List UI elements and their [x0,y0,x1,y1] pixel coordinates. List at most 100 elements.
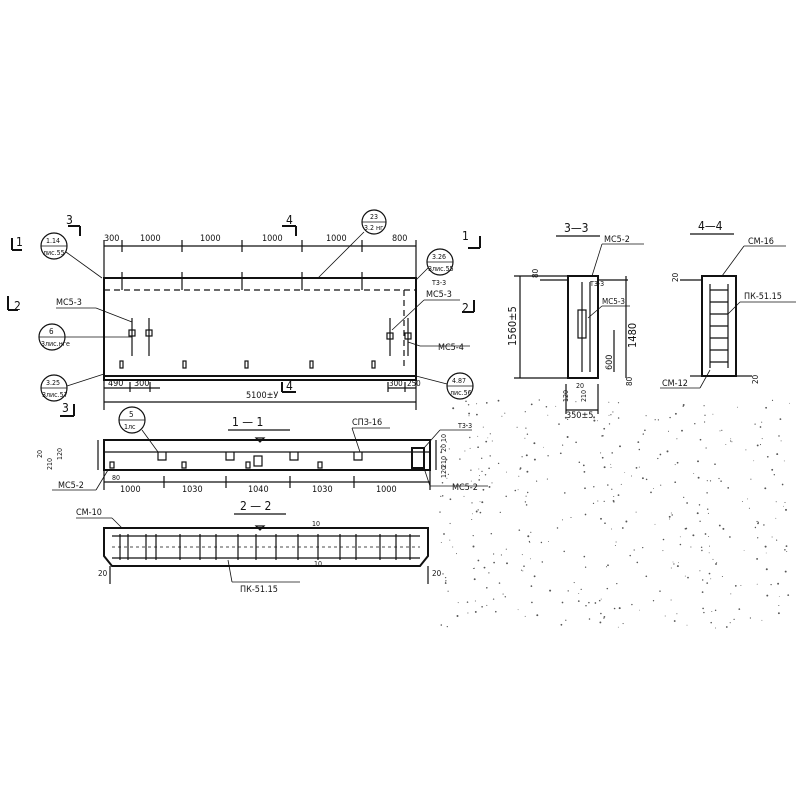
plan-callout-6-num: 6 [49,327,54,336]
section-4-4-stirrups [710,289,728,363]
section-4-4: 4—4 20 20 СМ-16 ПК-51.15 СМ-12 [660,219,796,389]
section-3-3-dim-80-bot: 80 [625,376,634,386]
plan-callout-top: 23 3.2 нг [317,209,387,279]
label-cm10: СМ-10 [76,508,102,518]
plan-dim-top-0: 300 [104,234,119,244]
section-1-1: 1 — 1 5 1лс С [36,406,488,495]
section-2-2-title: 2 — 2 [240,499,271,513]
plan-callout-6: 6 3лис.нге [38,323,132,351]
plan-section-mark-1-right: 1 [462,229,469,243]
section-3-3-dim-20: 20 [576,382,584,390]
plan-section-marks: 3 4 1 1 2 2 3 4 [7,213,481,417]
section-2-2-body [103,527,429,567]
section-1-1-dim-4: 1000 [376,485,397,495]
plan-callout-botright: 4.87 лис.56 [415,372,474,400]
section-4-4-dim-20-bot: 20 [751,374,760,384]
section-1-1-dim-0: 1000 [120,485,141,495]
section-3-3-dim-600: 600 [605,355,615,370]
label-cm12: СМ-12 [662,379,688,389]
section-1-1-end-block [411,447,425,469]
plan-dim-top-5: 800 [392,234,407,244]
section-3-3-dim-350: 350±5 [566,411,593,421]
plan-callout-topleft: 1.14 лис.55 [40,232,103,279]
plan-dim-bottom-right-1: 250 [407,379,421,388]
plan-section-mark-1-left: 1 [16,235,23,249]
plan-callout-botleft-sheet: 3лис.57 [42,391,68,399]
label-mcs3-left: МС5-3 [56,298,82,308]
plan-dim-top-2: 1000 [200,234,221,244]
plan-callout-topleft-num: 1.14 [46,237,60,245]
section-1-1-axis-mark [254,437,266,443]
label-spz16: СПЗ-16 [352,418,382,428]
section-2-2: 2 — 2 СМ-1 [76,499,442,595]
plan-dim-top-3: 1000 [262,234,283,244]
plan-callout-6-sheet: 3лис.нге [41,340,70,348]
section-1-1-right-dim-1: 20 [440,444,448,452]
section-1-1-left-dim-2: 120 [56,448,64,460]
plan-top-dim-ticks [103,240,417,280]
label-mcs4: МС5-4 [438,343,464,353]
plan-section-mark-4-top: 4 [286,213,293,227]
section-1-1-dim-1: 1030 [182,485,203,495]
plan-section-mark-4-bottom: 4 [286,379,293,393]
plan-callout-top-num: 23 [370,213,378,221]
scan-speckle [439,399,790,629]
label-mcs3-s33: МС5-3 [602,297,625,306]
plan-section-mark-3-bottom: 3 [62,401,69,415]
section-3-3-dim-80-top: 80 [531,268,540,278]
plan-callout-right1-num: 3.26 [432,253,446,261]
section-1-1-callout-sheet: 1лс [124,423,136,431]
plan-panel-outline [103,277,417,381]
plan-dim-bottom-right-0: 300 [389,379,403,388]
plan-callout-top-sheet: 3.2 нг [364,224,383,232]
section-3-3-dim-1560: 1560±5 [506,306,519,346]
section-3-3: 3—3 1560±5 80 1480 600 80 20 210 120 350… [506,221,644,421]
plan-callout-topleft-sheet: лис.55 [43,249,65,257]
section-1-1-callout-5: 5 1лс [118,406,159,453]
plan-dim-top-1: 1000 [140,234,161,244]
plan-section-mark-3-top: 3 [66,213,73,227]
plan-callout-botright-num: 4.87 [452,377,466,385]
section-4-4-dim-20-top: 20 [671,272,680,282]
label-mcs2-right: МС5-2 [452,483,478,493]
plan-callout-right1: 3.26 3лис.55 [415,248,454,281]
plan-loops-right [386,318,412,356]
plan-callout-botright-sheet: лис.56 [450,389,472,397]
plan-view: 300 1000 1000 1000 1000 800 490 300 5100… [7,209,481,417]
plan-top-ticks [121,272,363,290]
section-3-3-body [567,275,599,379]
mcs3-right-leader [391,299,425,331]
section-2-2-dim-2: 20 [98,569,108,578]
plan-callout-botleft-num: 3.25 [46,379,60,387]
section-1-1-notches [109,452,363,469]
plan-overall-length: 5100±У [246,391,278,401]
label-t3-plan: Т3-3 [431,279,446,287]
section-1-1-right-dim-3: 120 [440,466,448,478]
section-1-1-callout-num: 5 [129,410,134,419]
plan-dim-top-4: 1000 [326,234,347,244]
section-1-1-title: 1 — 1 [232,415,263,429]
section-2-2-dim-0: 10 [312,520,320,528]
section-3-3-dim-1480: 1480 [626,323,639,348]
plan-dim-bottom-left-1: 300 [134,379,149,389]
section-1-1-right-dim-2: 210 [440,456,448,468]
section-1-1-left-dim-0: 20 [36,450,44,458]
section-1-1-left-dim-1: 210 [46,458,54,470]
mcs4-leader [407,341,421,347]
plan-section-mark-2-left: 2 [14,299,21,313]
section-2-2-dim-3: 20 [432,569,442,578]
plan-callout-botleft: 3.25 3лис.57 [40,373,105,402]
plan-dim-bottom-left-0: 490 [108,379,123,389]
section-1-1-right-dim-0: 10 [440,434,448,442]
label-t3-s33: Т3-3 [589,280,604,288]
section-2-2-rebar [112,534,420,560]
label-mcs3-right: МС5-3 [426,290,452,300]
plan-loops-left [128,318,153,356]
section-3-3-dim-210: 210 [580,390,588,402]
label-pk-s22: ПК-51.15 [240,585,278,595]
label-mcs2-s33: МС5-2 [604,235,630,245]
section-1-1-dim-3: 1030 [312,485,333,495]
plan-section-mark-2-right: 2 [462,301,469,315]
section-1-1-dim-80: 80 [112,474,120,482]
